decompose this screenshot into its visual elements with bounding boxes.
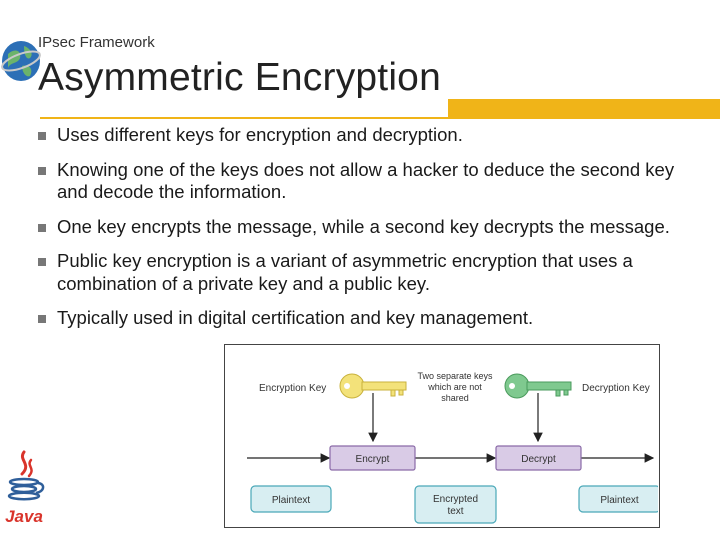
bullet-item: Typically used in digital certification …	[38, 307, 698, 330]
encrypt-box	[329, 445, 416, 471]
bullet-item: Uses different keys for encryption and d…	[38, 124, 698, 147]
plaintext-left-label: Plaintext	[272, 495, 311, 506]
decryption-key-label: Decryption Key	[582, 383, 650, 394]
bullet-list: Uses different keys for encryption and d…	[38, 124, 698, 342]
title-underline	[40, 117, 720, 119]
yellow-key-icon	[339, 373, 407, 399]
plaintext-left-box	[250, 485, 332, 513]
plaintext-right-label: Plaintext	[600, 495, 639, 506]
encryption-key-label: Encryption Key	[259, 383, 326, 394]
bullet-text: Knowing one of the keys does not allow a…	[57, 158, 675, 203]
bullet-text: Public key encryption is a variant of as…	[57, 250, 633, 294]
java-logo-icon: Java	[5, 450, 45, 526]
bullet-text: Typically used in digital certification …	[57, 307, 534, 328]
green-key-icon	[504, 373, 572, 399]
section-subtitle: IPsec Framework	[38, 34, 155, 51]
bullet-square-icon	[38, 223, 46, 232]
note-line-2: which are not	[427, 382, 482, 392]
bullet-item: One key encrypts the message, while a se…	[38, 216, 698, 239]
ciphertext-line-2: text	[447, 506, 463, 517]
note-line-1: Two separate keys	[417, 371, 493, 381]
diagram-canvas: Encryption Key Decryption Key Two separa…	[247, 371, 661, 524]
title-accent-bar	[448, 99, 720, 117]
bullet-item: Knowing one of the keys does not allow a…	[38, 159, 698, 204]
decrypt-label: Decrypt	[521, 454, 556, 465]
ciphertext-box	[414, 485, 497, 524]
ciphertext-line-1: Encrypted	[433, 494, 478, 505]
bullet-item: Public key encryption is a variant of as…	[38, 250, 698, 295]
bullet-square-icon	[38, 132, 46, 140]
slide-title: Asymmetric Encryption	[38, 56, 441, 99]
bullet-text: Uses different keys for encryption and d…	[57, 124, 463, 145]
decrypt-box	[495, 445, 582, 471]
bullet-square-icon	[38, 166, 46, 175]
bullet-square-icon	[38, 315, 46, 323]
encryption-diagram: Encryption Key Decryption Key Two separa…	[224, 344, 661, 528]
encrypt-label: Encrypt	[356, 454, 390, 465]
bullet-square-icon	[38, 258, 46, 266]
bullet-text: One key encrypts the message, while a se…	[57, 215, 670, 237]
note-line-3: shared	[441, 393, 469, 403]
globe-logo-icon	[1, 41, 41, 81]
java-logo-text: Java	[5, 507, 43, 526]
